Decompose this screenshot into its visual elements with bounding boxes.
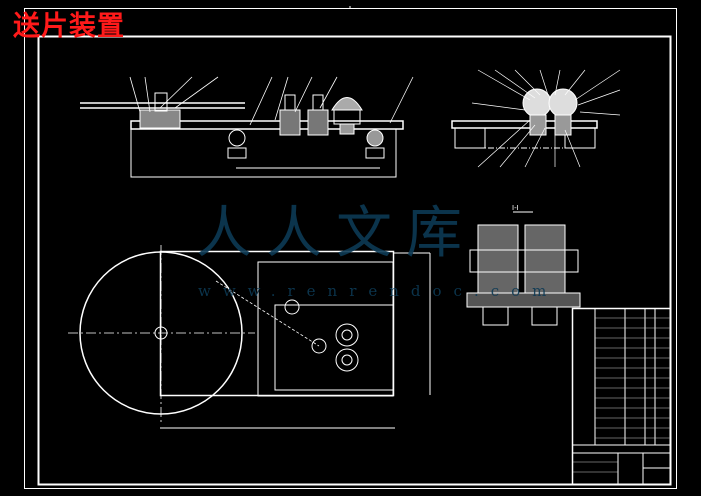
front-view — [80, 76, 414, 178]
watermark-logo-text: 人人文库 — [196, 201, 476, 266]
side-view — [451, 69, 621, 168]
inner-frame — [37, 35, 672, 486]
section-view — [466, 211, 581, 326]
section-label: I-I — [512, 204, 519, 212]
drawing-title: 送片装置 — [13, 11, 125, 42]
watermark-url: www.renrendoc.com — [198, 282, 559, 300]
plan-view — [68, 245, 431, 429]
title-block — [571, 307, 672, 486]
